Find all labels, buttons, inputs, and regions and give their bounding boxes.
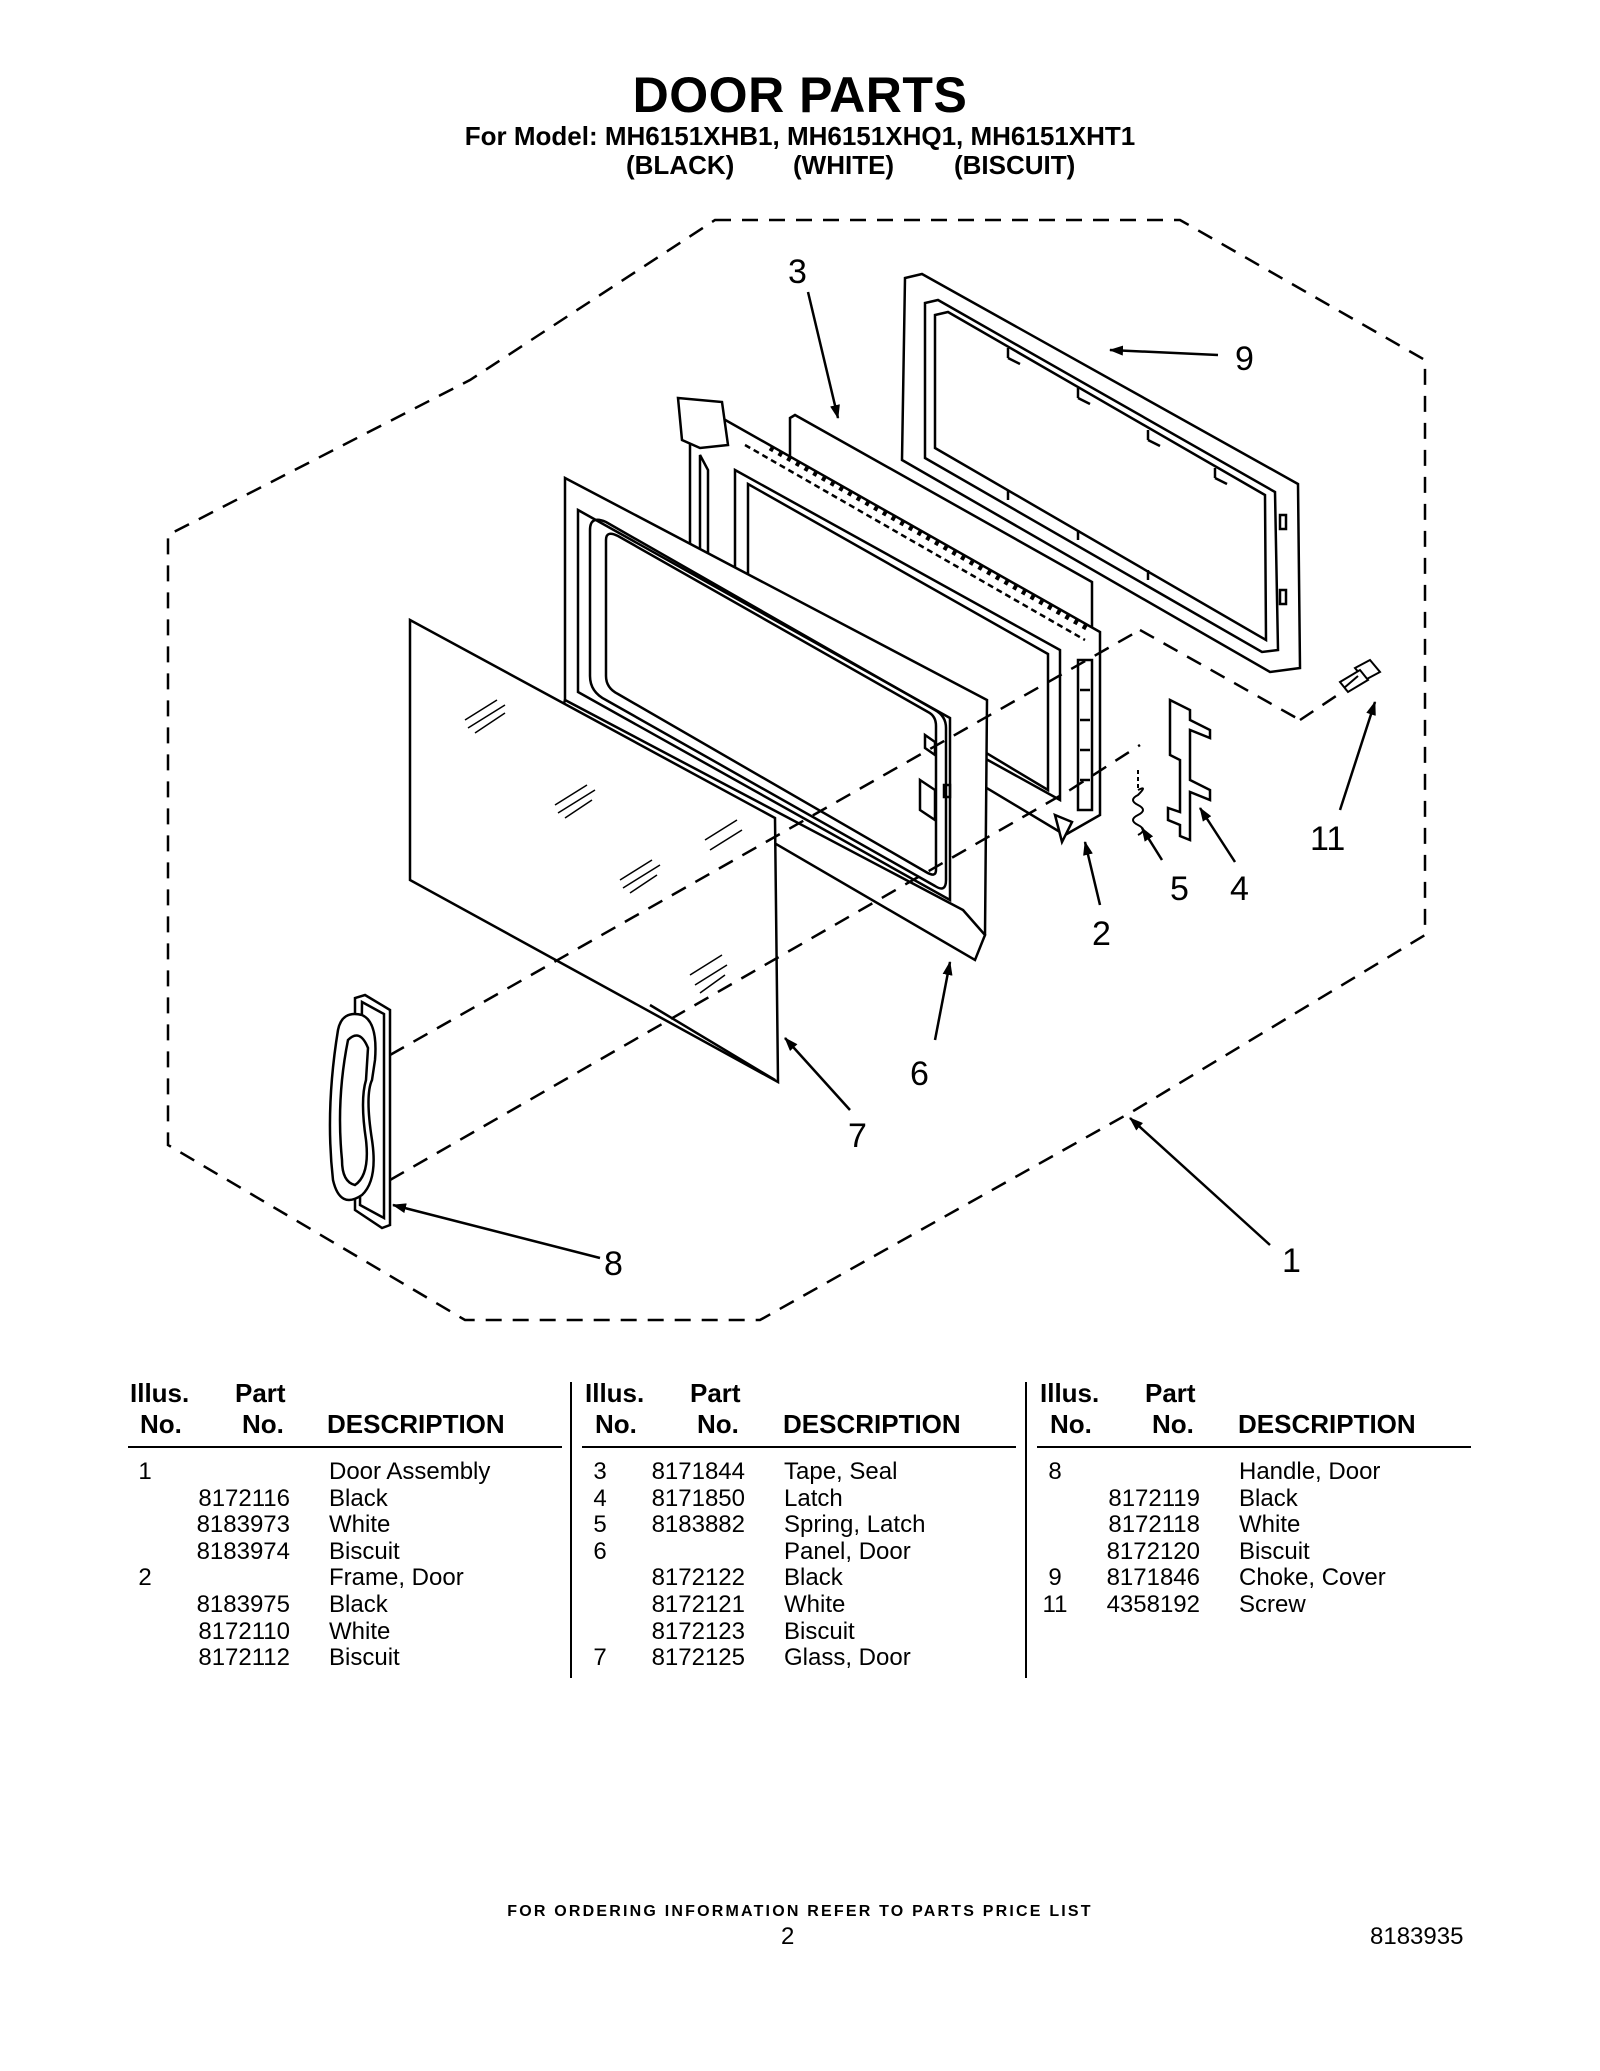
illus-number: 9: [1048, 1564, 1062, 1592]
illus-number: 1: [138, 1458, 152, 1485]
part-description: Tape, Seal: [784, 1458, 898, 1485]
part-description: Black: [784, 1564, 843, 1592]
part-description: Black: [329, 1484, 388, 1512]
part-description: White: [329, 1511, 391, 1539]
header-no-3: No.: [1050, 1409, 1092, 1439]
door-frame-part: [676, 396, 1102, 846]
door-glass-part: [408, 617, 780, 1085]
part-number: 8172123: [651, 1617, 745, 1645]
callout-4: 4: [1230, 870, 1249, 908]
projection-lines: [389, 628, 1346, 1182]
illus-number: 11: [1042, 1591, 1068, 1618]
variant-white: (WHITE): [793, 150, 895, 180]
part-number: 8183973: [196, 1511, 290, 1539]
part-number: 8172119: [1108, 1484, 1200, 1512]
column-divider-2: [1025, 1382, 1027, 1678]
header-desc-2: DESCRIPTION: [783, 1409, 961, 1439]
illus-number: 6: [593, 1537, 607, 1565]
ordering-note: FOR ORDERING INFORMATION REFER TO PARTS …: [507, 1903, 1093, 1920]
part-description: Black: [1239, 1484, 1298, 1512]
header-illus-1: Illus.: [130, 1378, 190, 1408]
part-description: Screw: [1239, 1591, 1306, 1618]
part-number: 8183975: [196, 1591, 290, 1618]
header-illus-3: Illus.: [1040, 1378, 1100, 1408]
callout-9: 9: [1235, 340, 1254, 378]
model-list: For Model: MH6151XHB1, MH6151XHQ1, MH615…: [464, 121, 1136, 151]
part-description: Spring, Latch: [784, 1511, 926, 1539]
latch-part: [1166, 697, 1212, 842]
header-rule-3: [1037, 1446, 1471, 1448]
illus-number: 7: [593, 1644, 607, 1672]
part-description: Glass, Door: [784, 1644, 911, 1672]
leader-arrows: [392, 291, 1377, 1260]
part-number: 8172122: [651, 1564, 745, 1592]
header-illus-2: Illus.: [585, 1378, 645, 1408]
header-rule-1: [128, 1446, 562, 1448]
header-part-2: Part: [690, 1378, 741, 1408]
choke-cover-part: [900, 272, 1302, 674]
part-description: Biscuit: [1239, 1537, 1310, 1565]
illus-number: 2: [138, 1564, 152, 1592]
illus-number: 4: [593, 1484, 607, 1512]
callout-3: 3: [788, 253, 807, 291]
callout-7: 7: [848, 1117, 867, 1155]
illus-number: 8: [1048, 1458, 1062, 1485]
screw-part: [1338, 658, 1382, 694]
part-number: 8172118: [1108, 1511, 1200, 1539]
header-desc-1: DESCRIPTION: [327, 1409, 505, 1439]
header-partno-3: No.: [1152, 1409, 1194, 1439]
exploded-door-diagram: 3 9 11 5 4 2 6 7 8 1: [166, 218, 1427, 1322]
variant-black: (BLACK): [626, 150, 735, 180]
part-number: 4358192: [1106, 1591, 1200, 1618]
header-part-3: Part: [1145, 1378, 1196, 1408]
page-title: DOOR PARTS: [632, 67, 968, 123]
part-description: Biscuit: [329, 1537, 400, 1565]
part-description: Biscuit: [784, 1617, 855, 1645]
part-description: White: [784, 1591, 846, 1618]
header-no-1: No.: [140, 1409, 182, 1439]
part-number: 8183974: [196, 1537, 290, 1565]
header-no-2: No.: [595, 1409, 637, 1439]
part-number: 8171844: [651, 1458, 745, 1485]
header-partno-1: No.: [242, 1409, 284, 1439]
part-description: Handle, Door: [1239, 1458, 1381, 1485]
part-number: 8172125: [651, 1644, 745, 1672]
callout-1: 1: [1282, 1242, 1301, 1280]
part-description: White: [329, 1617, 391, 1645]
part-description: Panel, Door: [784, 1537, 911, 1565]
part-number: 8172110: [198, 1617, 290, 1645]
document-number: 8183935: [1370, 1923, 1464, 1950]
part-number: 8171846: [1106, 1564, 1200, 1592]
page-number: 2: [781, 1923, 795, 1950]
callout-11: 11: [1310, 820, 1345, 858]
part-description: Biscuit: [329, 1644, 400, 1672]
part-description: Door Assembly: [329, 1458, 491, 1485]
door-handle-part: [328, 993, 392, 1230]
part-number: 8172116: [198, 1484, 290, 1512]
part-number: 8172121: [651, 1591, 745, 1618]
callout-6: 6: [910, 1055, 929, 1093]
header-partno-2: No.: [697, 1409, 739, 1439]
part-number: 8183882: [651, 1511, 745, 1539]
part-description: Choke, Cover: [1239, 1564, 1386, 1592]
part-description: Latch: [784, 1484, 843, 1512]
part-description: White: [1239, 1511, 1301, 1539]
part-number: 8172120: [1106, 1537, 1200, 1565]
header-desc-3: DESCRIPTION: [1238, 1409, 1416, 1439]
part-description: Black: [329, 1591, 388, 1618]
illus-number: 5: [593, 1511, 607, 1539]
callout-2: 2: [1092, 915, 1111, 953]
variant-biscuit: (BISCUIT): [954, 150, 1076, 180]
part-number: 8172112: [198, 1644, 290, 1672]
door-assembly-boundary: [166, 218, 1427, 1322]
callout-8: 8: [604, 1245, 623, 1283]
callout-5: 5: [1170, 870, 1189, 908]
part-description: Frame, Door: [329, 1564, 464, 1592]
header-rule-2: [582, 1446, 1016, 1448]
header-part-1: Part: [235, 1378, 286, 1408]
part-number: 8171850: [651, 1484, 745, 1512]
latch-spring-part: [1132, 770, 1144, 836]
column-divider-1: [570, 1382, 572, 1678]
illus-number: 3: [593, 1458, 607, 1485]
